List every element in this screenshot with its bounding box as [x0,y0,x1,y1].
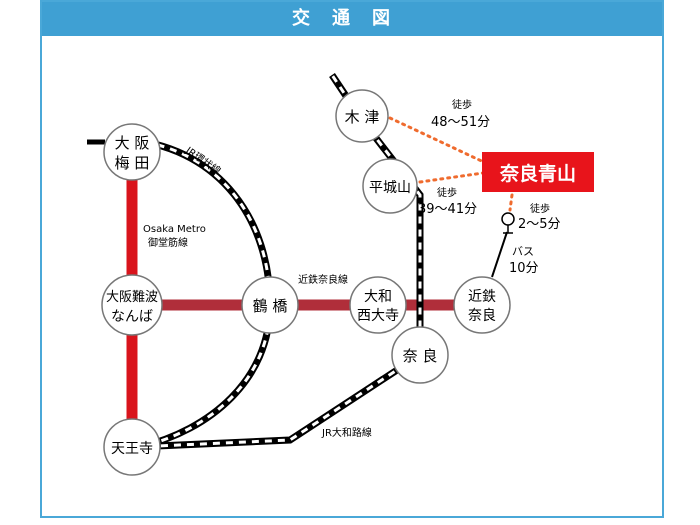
jr-yamatoji-label: JR大和路線 [321,426,372,439]
station-saidaiji: 大和 西大寺 [349,276,407,334]
walk-route-kizu [388,116,492,167]
stop-walk-time: 2〜5分 [518,217,561,232]
map-title: 交通図 [42,2,662,36]
station-saidaiji-line2: 西大寺 [357,308,399,324]
kizu-walk-label: 徒歩 [452,98,472,111]
stop-walk-label: 徒歩 [530,202,550,215]
station-tennoji-label: 天王寺 [111,441,153,457]
station-kintetsu-nara: 近鉄 奈良 [453,276,511,334]
destination-label: 奈良青山 [499,162,576,185]
station-tennoji: 天王寺 [103,418,161,476]
station-heijo-label: 平城山 [369,180,411,196]
walk-route-heijo [418,170,492,184]
station-saidaiji-line1: 大和 [364,289,392,305]
station-kizu: 木 津 [335,89,389,143]
access-map-frame: 交通図 [40,0,664,518]
station-nara: 奈 良 [391,326,449,384]
destination-box [482,152,594,192]
station-umeda: 大 阪 梅 田 [103,123,161,181]
bus-stop-icon [501,212,515,234]
station-heijo: 平城山 [362,158,418,214]
station-namba-line1: 大阪難波 [106,290,158,305]
station-tsuruhashi-label: 鶴 橋 [253,297,288,315]
metro-label-line2: 御堂筋線 [148,236,188,249]
walk-route-stop [508,193,514,212]
station-namba-line2: なんば [111,309,153,325]
kintetsu-nara-line-label: 近鉄奈良線 [298,273,348,286]
heijo-walk-time: 39〜41分 [418,202,477,217]
kizu-walk-time: 48〜51分 [431,115,490,130]
access-map: 奈良青山 木 津 平城山 大 阪 梅 田 大阪難波 なんば 鶴 橋 大和 西大寺… [87,73,594,476]
station-umeda-line1: 大 阪 [115,134,150,152]
station-namba: 大阪難波 なんば [101,274,163,336]
bus-time: 10分 [509,261,539,276]
station-kizu-label: 木 津 [345,108,380,126]
station-umeda-line2: 梅 田 [115,154,150,172]
station-kintetsu-nara-line2: 奈良 [468,308,496,324]
bus-label: バス [512,245,534,258]
bus-route [491,231,508,278]
station-tsuruhashi: 鶴 橋 [241,276,299,334]
heijo-walk-label: 徒歩 [437,186,457,199]
station-nara-label: 奈 良 [403,347,438,365]
station-kintetsu-nara-line1: 近鉄 [468,289,496,305]
metro-label-line1: Osaka Metro [143,224,206,235]
